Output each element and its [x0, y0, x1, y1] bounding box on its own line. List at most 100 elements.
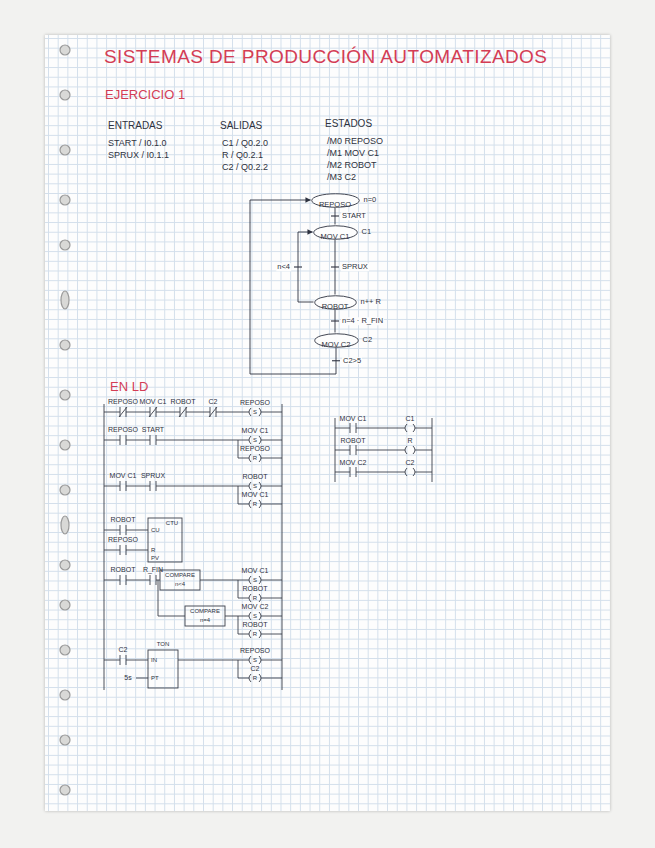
note-label: REPOSO: [240, 399, 270, 406]
hole: [60, 145, 70, 155]
transition-connector: [331, 240, 339, 295]
note-label: ROBOT: [341, 437, 366, 444]
transition-tick: [332, 360, 340, 361]
state-name: REPOSO: [319, 197, 351, 212]
note-label: COMPARE: [165, 572, 195, 578]
counter-block: [148, 518, 182, 562]
hole: [60, 390, 70, 400]
note-label: R: [253, 501, 257, 507]
state-action: C1: [362, 228, 372, 236]
transition-connector: [294, 232, 314, 302]
state-ellipse: ROBOTn++ R: [314, 295, 357, 310]
transition-connector: [331, 310, 339, 333]
note-label: EJERCICIO 1: [105, 88, 185, 101]
note-label: REPOSO: [108, 536, 138, 543]
note-label: SALIDAS: [220, 121, 262, 131]
note-label: SPRUX: [141, 472, 165, 479]
hole: [60, 440, 70, 450]
timer-block: [148, 650, 178, 688]
power-rails: [104, 404, 282, 690]
note-label: /M1 MOV C1: [327, 149, 379, 158]
note-label: MOV C1: [340, 415, 367, 422]
note-label: S: [253, 483, 257, 489]
note-label: R: [253, 675, 257, 681]
binder-holes: [60, 45, 70, 795]
note-label: MOV C2: [242, 603, 269, 610]
note-label: CTU: [166, 520, 178, 526]
hole: [60, 560, 70, 570]
note-label: R: [253, 455, 257, 461]
note-label: C2: [209, 398, 218, 405]
ladder-left: [104, 404, 282, 690]
note-label: MOV C1: [110, 472, 137, 479]
note-label: 5s: [124, 674, 131, 681]
note-label: MOV C1: [242, 427, 269, 434]
hole: [60, 485, 70, 495]
note-label: COMPARE: [190, 608, 220, 614]
note-label: TON: [157, 641, 170, 647]
power-rails: [335, 418, 432, 482]
note-label: C2: [406, 459, 415, 466]
note-label: /M0 REPOSO: [327, 137, 383, 146]
transition-tick: [294, 266, 302, 267]
note-label: n=4: [200, 617, 210, 623]
note-label: START: [142, 426, 164, 433]
note-label: S: [253, 409, 257, 415]
note-label: C2 / Q0.2.2: [222, 163, 268, 172]
note-label: REPOSO: [240, 445, 270, 452]
hole: [60, 240, 70, 250]
note-label: ROBOT: [243, 621, 268, 628]
state-action: n++ R: [361, 298, 381, 306]
transition-tick: [331, 215, 339, 216]
note-label: S: [253, 577, 257, 583]
note-label: ROBOT: [171, 398, 196, 405]
note-label: ENTRADAS: [108, 121, 162, 131]
note-label: CU: [151, 527, 160, 533]
coil-symbols: [405, 424, 415, 476]
note-label: S: [253, 657, 257, 663]
hole: [61, 516, 69, 534]
state-ellipse: REPOSOn=0: [311, 193, 360, 208]
state-ellipse: MOV C1C1: [313, 225, 358, 240]
contact-symbols: [350, 423, 356, 477]
hole: [60, 735, 70, 745]
note-label: /M2 ROBOT: [327, 161, 377, 170]
note-label: S: [253, 437, 257, 443]
note-label: START / I0.1.0: [108, 139, 167, 148]
note-label: EN LD: [110, 380, 148, 393]
note-label: MOV C1: [242, 491, 269, 498]
state-action: n=0: [364, 196, 377, 204]
transition-tick: [331, 266, 339, 267]
note-label: n<4: [175, 581, 185, 587]
note-label: /M3 C2: [327, 173, 356, 182]
note-label: ESTADOS: [325, 119, 372, 129]
hole: [60, 340, 70, 350]
note-label: C1 / Q0.2.0: [222, 139, 268, 148]
compare-block: [185, 606, 225, 626]
transition-label: SPRUX: [341, 263, 369, 271]
note-label: R: [253, 595, 257, 601]
ladder-right: [335, 418, 432, 482]
hole: [60, 45, 70, 55]
hole: [60, 645, 70, 655]
note-label: R: [151, 547, 155, 553]
note-label: REPOSO: [108, 398, 138, 405]
note-label: C2: [119, 646, 128, 653]
state-name: MOV C1: [321, 229, 350, 244]
note-label: C2: [251, 665, 260, 672]
hole: [60, 600, 70, 610]
transition-connector: [331, 208, 339, 225]
note-label: REPOSO: [240, 647, 270, 654]
hole: [60, 690, 70, 700]
note-label: REPOSO: [108, 426, 138, 433]
page-title: SISTEMAS DE PRODUCCIÓN AUTOMATIZADOS: [104, 47, 547, 66]
note-label: R: [253, 631, 257, 637]
note-label: S: [253, 613, 257, 619]
note-label: PV: [151, 555, 159, 561]
transition-tick: [331, 320, 339, 321]
hole: [60, 195, 70, 205]
compare-block: [160, 570, 200, 590]
transition-label: START: [341, 212, 367, 220]
rung-wires: [104, 412, 282, 678]
